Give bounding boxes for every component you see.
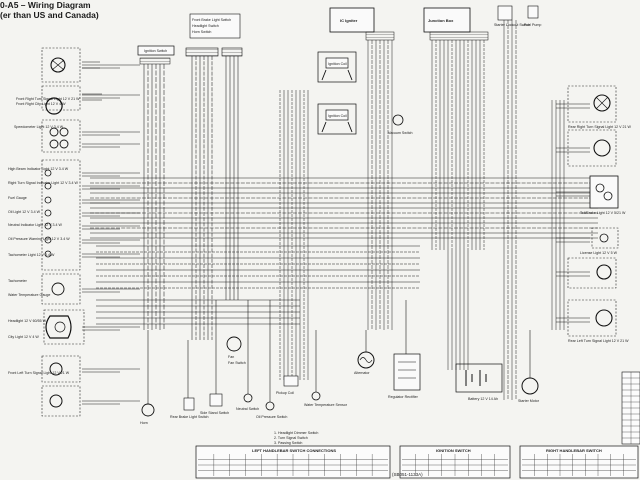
- label-alternator: Alternator: [354, 371, 370, 375]
- table-title-left: LEFT HANDLEBAR SWITCH CONNECTIONS: [252, 448, 336, 453]
- label-ignition-coil-1: Ignition Coil: [328, 62, 347, 66]
- label-tachometer: Tachometer: [8, 279, 28, 283]
- table-title-right: RIGHT HANDLEBAR SWITCH: [546, 448, 602, 453]
- front-right-turn-signal: Front Right Turn Signal Light 12 V 21 W …: [16, 47, 100, 106]
- speedometer-lights: Speedometer Light 12 V 3.4 W: [14, 119, 81, 153]
- label-tail-brake: Tail/Brake Light 12 V 5/21 W: [580, 211, 626, 215]
- front-right-city-light: [41, 85, 102, 115]
- main-harness: [82, 64, 598, 405]
- label-ic-igniter: IC Igniter: [340, 18, 358, 23]
- alternator: Alternator: [354, 351, 375, 375]
- headlight: Headlight 12 V 60/55 W City Light 12 V 4…: [8, 309, 85, 345]
- rear-brake-switch: Rear Brake Light Switch: [170, 397, 209, 419]
- label-right-turn-indicator: Right Turn Signal Indicator Light 12 V 3…: [8, 181, 79, 185]
- label-front-right-turn: Front Right Turn Signal Light 12 V 21 W: [16, 97, 80, 101]
- label-ignition-coil-2: Ignition Coil: [328, 114, 347, 118]
- starter-lockout: Starter Lockout Switch Fuel Pump: [494, 5, 541, 27]
- table-title-ignition: IGNITION SWITCH: [436, 448, 471, 453]
- label-high-beam: High Beam Indicator Light 12 V 3.4 W: [8, 167, 69, 171]
- label-junction-box: Junction Box: [428, 18, 454, 23]
- vacuum-switch: Vacuum Switch: [388, 114, 413, 135]
- right-handlebar-table: RIGHT HANDLEBAR SWITCH: [519, 445, 639, 479]
- label-water-temp: Water Temperature Gauge: [8, 293, 50, 297]
- label-front-right-city: Front Right City Light 12 V 4 W: [16, 102, 66, 106]
- junction-box: Junction Box: [423, 7, 489, 41]
- label-water-temp-sensor: Water Temperature Sensor: [304, 403, 348, 407]
- label-fuel-gauge: Fuel Gauge: [8, 196, 27, 200]
- title-line-2: (er than US and Canada): [0, 10, 99, 20]
- horn: Horn: [140, 403, 155, 425]
- tail-brake-light: Tail/Brake Light 12 V 5/21 W: [580, 175, 626, 215]
- label-fuel-pump: Fuel Pump: [524, 23, 541, 27]
- label-speedometer: Speedometer Light 12 V 3.4 W: [14, 125, 64, 129]
- oil-pressure-switch: Oil Pressure Switch: [256, 401, 287, 419]
- ignition-coil-lower: Ignition Coil: [317, 103, 357, 135]
- diagram-title: 0-A5 – Wiring Diagram (er than US and Ca…: [0, 0, 150, 20]
- label-city-light: City Light 12 V 4 W: [8, 335, 39, 339]
- label-ignition-switch: Ignition Switch: [144, 49, 167, 53]
- left-handlebar-table: LEFT HANDLEBAR SWITCH CONNECTIONS: [195, 445, 391, 479]
- water-temp-sensor: Water Temperature Sensor: [304, 391, 348, 407]
- starter-motor: Starter Motor: [518, 377, 540, 403]
- legend-line-3: 3. Passing Switch: [274, 441, 302, 445]
- ignition-table: IGNITION SWITCH: [399, 445, 511, 479]
- label-front-left-turn: Front Left Turn Signal Light 12 V 21 W: [8, 371, 70, 375]
- license-light: License Light 12 V 5 W: [580, 227, 619, 255]
- label-horn: Horn: [140, 421, 148, 425]
- label-rear-brake-switch: Rear Brake Light Switch: [170, 415, 209, 419]
- label-oil-pressure: Oil Pressure Warning Light 12 V 3.4 W: [8, 237, 70, 241]
- label-neutral-light: Neutral Indicator Light 12 V 3.4 W: [8, 223, 63, 227]
- right-edge-table: [621, 371, 640, 445]
- label-tach-light: Tachometer Light 12 V 3.4 W: [8, 253, 55, 257]
- rear-left-turn-signal: Rear Left Turn Signal Light 12 V 21 W: [567, 257, 629, 343]
- label-starter-motor: Starter Motor: [518, 399, 540, 403]
- ic-igniter: IC Igniter: [329, 7, 395, 41]
- front-left-turn-signal: Front Left Turn Signal Light 12 V 21 W: [8, 355, 81, 417]
- label-rear-left-turn: Rear Left Turn Signal Light 12 V 21 W: [568, 339, 629, 343]
- label-vacuum-switch: Vacuum Switch: [388, 131, 413, 135]
- label-regulator: Regulator Rectifier: [388, 395, 419, 399]
- fan: Fan Fan Switch: [226, 336, 246, 365]
- label-front-brake-switch: Front Brake Light Switch: [192, 18, 231, 22]
- indicator-cluster: High Beam Indicator Light 12 V 3.4 W Rig…: [8, 159, 81, 271]
- label-starter-lockout: Starter Lockout Switch: [494, 23, 530, 27]
- ignition-coil-upper: Ignition Coil: [317, 51, 357, 83]
- drawing-code: (SB051-1133A): [392, 472, 423, 477]
- title-line-1: 0-A5 – Wiring Diagram: [0, 0, 91, 10]
- rear-right-aux: [567, 129, 617, 167]
- ignition-switch-connector: Ignition Switch: [137, 45, 175, 65]
- label-headlight: Headlight 12 V 60/55 W: [8, 319, 47, 323]
- regulator-rectifier: Regulator Rectifier: [388, 353, 421, 399]
- tachometer-gauges: Tachometer Water Temperature Gauge: [8, 273, 81, 305]
- label-fan-switch: Fan Switch: [228, 361, 246, 365]
- label-rear-right-turn: Rear Right Turn Signal Light 12 V 21 W: [568, 125, 632, 129]
- label-headlight-switch: Headlight Switch: [192, 24, 219, 28]
- legend-line-1: 1. Headlight Dimmer Switch: [274, 431, 318, 435]
- label-side-stand: Side Stand Switch: [200, 411, 229, 415]
- label-fan: Fan: [228, 355, 234, 359]
- label-battery: Battery 12 V 14 Ah: [468, 397, 498, 401]
- branch-wires: [143, 20, 565, 404]
- label-horn-switch: Horn Switch: [192, 30, 211, 34]
- label-oil-light: Oil Light 12 V 3.4 W: [8, 210, 41, 214]
- label-neutral-switch: Neutral Switch: [236, 407, 259, 411]
- label-pickup-coil: Pickup Coil: [276, 391, 294, 395]
- label-oil-pressure-switch: Oil Pressure Switch: [256, 415, 287, 419]
- battery: Battery 12 V 14 Ah: [455, 363, 503, 401]
- rear-right-turn-signal: Rear Right Turn Signal Light 12 V 21 W: [567, 85, 632, 129]
- neutral-switch: Neutral Switch: [236, 393, 259, 411]
- side-stand-switch: Side Stand Switch: [200, 393, 229, 415]
- handlebar-switch-block: Front Brake Light Switch Headlight Switc…: [185, 13, 243, 57]
- legend-line-2: 2. Turn Signal Switch: [274, 436, 308, 440]
- label-license-light: License Light 12 V 5 W: [580, 251, 618, 255]
- pickup-coil: Pickup Coil: [276, 375, 299, 395]
